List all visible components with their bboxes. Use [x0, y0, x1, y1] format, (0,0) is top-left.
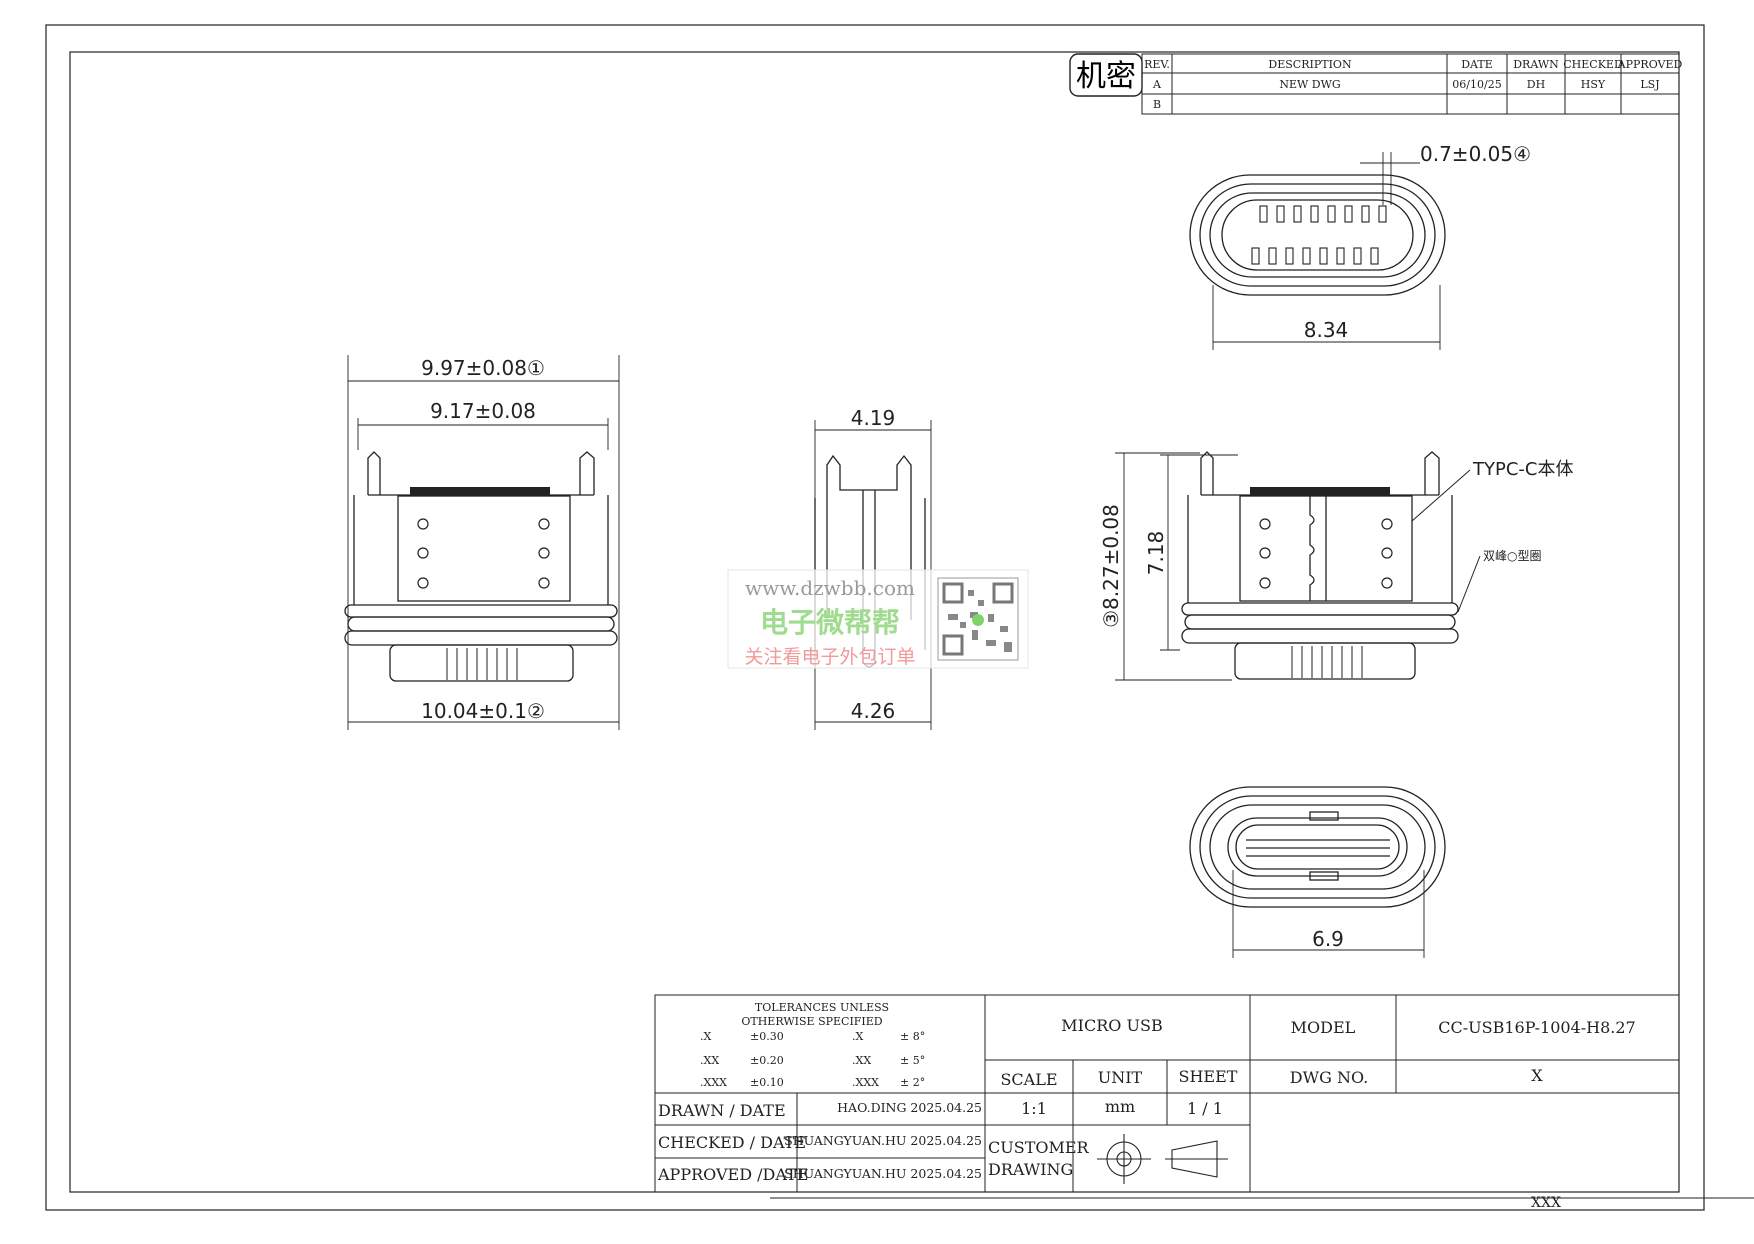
tol-xxx-value: ±0.10 [750, 1076, 784, 1089]
unit-label: UNIT [1098, 1068, 1143, 1087]
dwg-no-value: X [1531, 1066, 1543, 1085]
front-view [344, 451, 618, 682]
right-dimension-lines [1115, 452, 1238, 681]
qr-code-icon [937, 577, 1019, 661]
rev-a-checked: HSY [1581, 78, 1606, 91]
drawn-label: DRAWN / DATE [658, 1101, 786, 1120]
rev-header: REV. [1144, 58, 1170, 71]
tol-xx-value: ±0.20 [750, 1054, 784, 1067]
watermark-url: www.dzwbb.com [745, 576, 915, 600]
rev-a: A [1152, 78, 1162, 91]
customer-label-2: DRAWING [988, 1160, 1073, 1179]
drawn-header: DRAWN [1513, 58, 1559, 71]
watermark-brand: 电子微帮帮 [760, 606, 900, 639]
confidential-stamp: 机密 [1069, 53, 1143, 97]
right-view-top-pins [1250, 487, 1390, 495]
pin-width-dimension: 0.7±0.05④ [1420, 142, 1531, 166]
tol-xx-key: .XX [700, 1054, 719, 1067]
unit-value: mm [1105, 1097, 1135, 1116]
front-top-width: 9.97±0.08① [421, 356, 545, 380]
tol-axx-value: ± 5° [900, 1054, 925, 1067]
side-top-width: 4.19 [851, 406, 896, 430]
checked-value: SHUANGYUAN.HU 2025.04.25 [784, 1133, 982, 1148]
right-view-holes [1259, 518, 1393, 589]
approved-label: APPROVED /DATE [657, 1165, 808, 1184]
body-label: TYPC-C本体 [1472, 459, 1573, 480]
front-dimension-lines [347, 355, 620, 730]
top-view-width: 8.34 [1304, 318, 1349, 342]
checked-header: CHECKED [1563, 58, 1623, 71]
rev-a-approved: LSJ [1640, 78, 1659, 91]
tol-ax-value: ± 8° [900, 1030, 925, 1043]
watermark-slogan: 关注看电子外包订单 [744, 646, 915, 668]
drawn-value: HAO.DING 2025.04.25 [837, 1100, 982, 1115]
bottom-view [1189, 786, 1446, 908]
footer-code: XXX [1531, 1195, 1561, 1211]
front-view-lower-pins [446, 648, 518, 680]
top-pin-dimension [1360, 152, 1420, 205]
tol-x-key: .X [700, 1030, 711, 1043]
revision-table [1141, 53, 1680, 115]
scale-value: 1:1 [1021, 1099, 1047, 1118]
description-header: DESCRIPTION [1268, 58, 1352, 71]
rev-a-date: 06/10/25 [1452, 78, 1501, 91]
rev-a-drawn: DH [1527, 78, 1545, 91]
dwg-no-label: DWG NO. [1290, 1068, 1368, 1087]
front-inner-width: 9.17±0.08 [430, 399, 536, 423]
tol-axx-key: .XX [852, 1054, 871, 1067]
watermark: www.dzwbb.com 电子微帮帮 关注看电子外包订单 [727, 569, 1029, 669]
title-block [654, 994, 1680, 1193]
right-body-height: 7.18 [1144, 531, 1168, 576]
customer-label-1: CUSTOMER [988, 1138, 1090, 1157]
tolerances-title: TOLERANCES UNLESS [755, 1001, 889, 1014]
annotation-leaders [1411, 469, 1481, 613]
front-view-top-pins [410, 487, 550, 495]
tol-ax-key: .X [852, 1030, 863, 1043]
seal-label: 双峰○型圈 [1483, 549, 1541, 563]
approved-header: APPROVED [1617, 58, 1683, 71]
rev-b: B [1153, 98, 1161, 111]
tol-axxx-value: ± 2° [900, 1076, 925, 1089]
front-bottom-width: 10.04±0.1② [421, 699, 545, 723]
front-view-holes [417, 518, 550, 589]
approved-value: SHUANGYUAN.HU 2025.04.25 [784, 1166, 982, 1181]
top-view-pins [1251, 205, 1387, 265]
outer-frame [45, 24, 1705, 1211]
right-total-height: ③8.27±0.08 [1099, 504, 1123, 628]
tolerances-subtitle: OTHERWISE SPECIFIED [741, 1015, 882, 1028]
right-view-lower-pins [1291, 646, 1363, 678]
confidential-text: 机密 [1076, 59, 1136, 94]
tol-x-value: ±0.30 [750, 1030, 784, 1043]
model-value: CC-USB16P-1004-H8.27 [1438, 1018, 1635, 1037]
bottom-width-dimension-lines [1232, 870, 1425, 958]
tol-xxx-key: .XXX [700, 1076, 727, 1089]
top-width-dimension-lines [1212, 285, 1441, 350]
rev-a-description: NEW DWG [1279, 78, 1340, 91]
date-header: DATE [1461, 58, 1493, 71]
scale-label: SCALE [1000, 1070, 1057, 1089]
right-view [1181, 451, 1459, 680]
tol-axxx-key: .XXX [852, 1076, 879, 1089]
model-label: MODEL [1291, 1018, 1356, 1037]
projection-symbol-icon [1097, 1134, 1228, 1184]
product-name: MICRO USB [1061, 1016, 1162, 1035]
bottom-view-width: 6.9 [1312, 927, 1344, 951]
sheet-label: SHEET [1179, 1067, 1238, 1086]
checked-label: CHECKED / DATE [658, 1133, 806, 1152]
side-bottom-width: 4.26 [851, 699, 896, 723]
top-view [1189, 174, 1446, 296]
sheet-value: 1 / 1 [1187, 1099, 1223, 1118]
